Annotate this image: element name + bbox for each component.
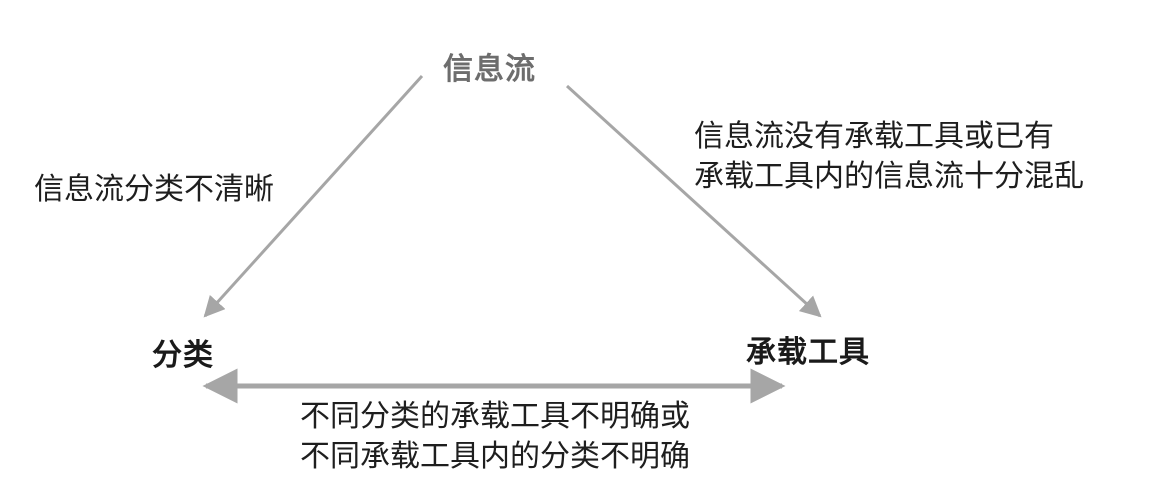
edge-label-bottom-line-2: 不同承载工具内的分类不明确 xyxy=(300,439,690,474)
node-information-flow: 信息流 xyxy=(443,52,536,87)
edge-label-bottom: 不同分类的承载工具不明确或 不同承载工具内的分类不明确 xyxy=(300,397,690,477)
edge-label-right-line-1: 信息流没有承载工具或已有 xyxy=(694,119,1054,154)
node-carrier-tool: 承载工具 xyxy=(746,335,870,370)
edge-label-left: 信息流分类不清晰 xyxy=(34,170,274,210)
edge-label-left-line: 信息流分类不清晰 xyxy=(34,172,274,207)
node-classification: 分类 xyxy=(152,338,214,373)
arrow-top-to-left xyxy=(203,74,424,318)
arrow-top-to-right xyxy=(565,84,822,318)
edge-label-bottom-line-1: 不同分类的承载工具不明确或 xyxy=(300,399,690,434)
edge-label-right: 信息流没有承载工具或已有 承载工具内的信息流十分混乱 xyxy=(694,117,1084,197)
edge-label-right-line-2: 承载工具内的信息流十分混乱 xyxy=(694,159,1084,194)
